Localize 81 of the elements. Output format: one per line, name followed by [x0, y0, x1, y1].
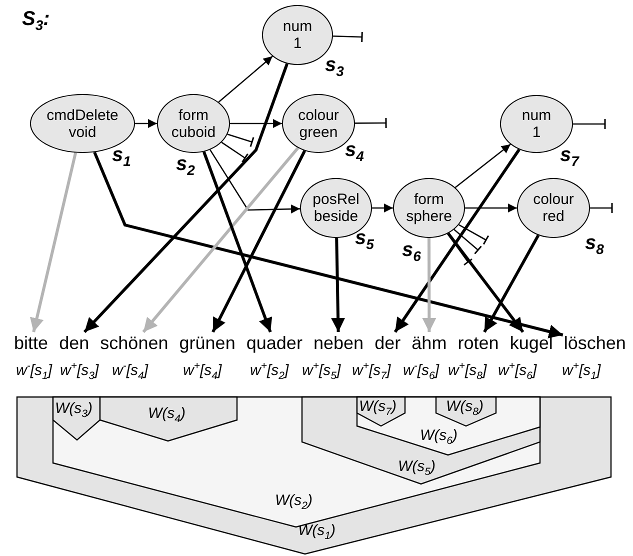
region-label: W(s$_{7}$): [359, 398, 396, 415]
bar-ended-line: [332, 31, 363, 43]
node-text: form cuboid: [171, 106, 216, 140]
nested-region: [357, 397, 540, 455]
arrow: [218, 56, 273, 103]
word-index-label: w$^{+}$[s$_{1}$]: [562, 362, 601, 379]
word-index-label: w$^{+}$[s$_{4}$]: [183, 362, 222, 379]
word: ähm: [412, 333, 447, 353]
arrow: [422, 238, 436, 332]
arrow: [212, 150, 306, 333]
region-label: W(s$_{6}$): [420, 427, 458, 444]
state-ellipse: [157, 94, 230, 153]
word: löschen: [564, 333, 626, 353]
arrow: [83, 63, 289, 334]
state-label: s$_{2}$: [176, 154, 195, 174]
arrow: [202, 151, 272, 333]
state-label: s$_{7}$: [560, 145, 579, 165]
arrow: [394, 148, 520, 333]
node-text: colour green: [298, 106, 339, 140]
node-text: form sphere: [406, 191, 452, 225]
bar-ended-line: [458, 224, 490, 246]
arrow: [210, 149, 300, 214]
state-label: s$_{8}$: [585, 233, 604, 253]
word-index-label: w$^{+}$[s$_{3}$]: [60, 362, 99, 379]
arrow: [483, 234, 540, 333]
word-index-label: w$^{-}$[s$_{1}$]: [16, 362, 52, 379]
nested-region: [357, 397, 405, 426]
word: roten: [458, 333, 499, 353]
bar-ended-line: [227, 134, 254, 148]
word-index-label: w$^{+}$[s$_{5}$]: [302, 362, 341, 379]
state-label: s$_{5}$: [355, 228, 374, 248]
arrow: [447, 232, 524, 333]
arrow: [465, 204, 517, 212]
node-text: cmdDelete void: [46, 106, 118, 140]
word-index-label: w$^{+}$[s$_{2}$]: [250, 362, 289, 379]
word-index-label: w$^{+}$[s$_{8}$]: [448, 362, 487, 379]
state-label: s$_{1}$: [112, 145, 131, 165]
region-label: W(s$_{3}$): [55, 400, 92, 417]
nested-region: [302, 397, 540, 484]
word: neben: [314, 333, 364, 353]
structure-label: S$_{3}$:: [22, 8, 50, 30]
bar-ended-line: [221, 142, 249, 163]
region-label: W(s$_{8}$): [446, 398, 484, 415]
state-label: s$_{3}$: [325, 55, 344, 75]
word-index-label: w$^{+}$[s$_{6}$]: [498, 362, 537, 379]
node-text: posRel beside: [312, 191, 360, 225]
word: kugel: [510, 333, 553, 353]
word: der: [374, 333, 401, 353]
bar-ended-line: [454, 229, 482, 255]
arrow: [93, 152, 564, 338]
state-ellipse: [393, 178, 465, 238]
word-index-label: w$^{-}$[s$_{6}$]: [403, 362, 440, 379]
arrow: [135, 119, 157, 128]
arrow: [30, 152, 78, 332]
word-index-label: w$^{-}$[s$_{4}$]: [112, 362, 148, 379]
state-label: s$_{6}$: [402, 240, 421, 260]
word: grünen: [179, 333, 236, 353]
nested-region: [17, 397, 611, 554]
node-text: num 1: [522, 107, 552, 141]
region-label: W(s$_{1}$): [298, 522, 336, 539]
word: schönen: [100, 333, 168, 353]
bar-ended-line: [573, 118, 606, 130]
word-index-label: w$^{+}$[s$_{7}$]: [352, 362, 391, 379]
bar-ended-line: [355, 117, 387, 129]
node-text: num 1: [282, 18, 312, 52]
region-label: W(s$_{2}$): [275, 492, 312, 509]
arrow: [331, 238, 346, 332]
word: den: [59, 333, 90, 353]
arrow: [230, 119, 282, 128]
word: quader: [246, 333, 302, 353]
nested-region: [53, 397, 100, 440]
state-label: s$_{4}$: [345, 140, 364, 160]
arrow: [454, 144, 511, 188]
node-text: colour red: [533, 191, 574, 225]
arrow: [142, 146, 300, 333]
region-label: W(s$_{4}$): [148, 405, 186, 422]
word: bitte: [14, 333, 48, 353]
region-label: W(s$_{5}$): [398, 458, 436, 475]
nested-region: [436, 397, 496, 426]
bar-ended-line: [590, 202, 613, 214]
arrow: [372, 204, 393, 212]
